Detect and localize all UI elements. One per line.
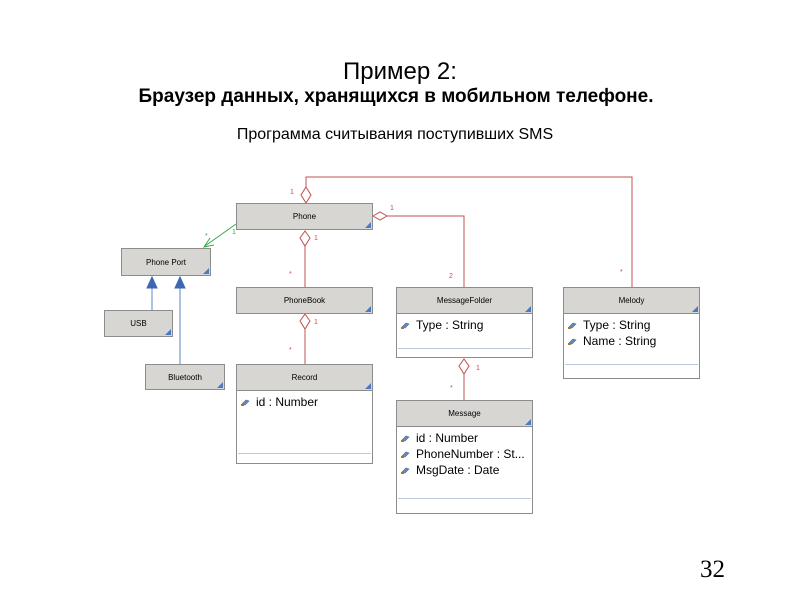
attribute-text: PhoneNumber : St... [416,447,525,461]
attribute-icon [401,467,410,474]
class-phone-name: Phone [292,212,317,221]
attribute-icon [401,451,410,458]
attribute-row[interactable]: Name : String [568,333,699,349]
mult-phone-phonebook-bottom: * [289,271,292,278]
attribute-text: Type : String [416,318,484,332]
phone-melody-association [305,176,633,287]
class-record-header: Record [237,365,372,391]
attribute-text: MsgDate : Date [416,463,500,477]
operations-divider [238,453,371,454]
resize-corner-icon [365,306,371,312]
port-phone-arrowhead [202,237,215,248]
slide-title: Пример 2: [343,58,457,85]
operations-divider [398,498,531,499]
attribute-text: Type : String [583,318,651,332]
port-phone-navigation [204,223,237,247]
resize-corner-icon [525,419,531,425]
phone-melody-diamond [300,186,312,204]
resize-corner-icon [165,329,171,335]
class-record[interactable]: Record id : Number [236,364,373,464]
attribute-row[interactable]: PhoneNumber : St... [401,446,532,462]
attribute-text: id : Number [256,395,319,409]
class-record-name: Record [291,373,318,382]
resize-corner-icon [692,306,698,312]
usb-generalization-arrow [146,275,158,289]
mult-folder-message-top: 1 [476,365,480,372]
class-phone-port-name: Phone Port [145,257,187,267]
resize-corner-icon [365,222,371,228]
class-melody-header: Melody [564,288,699,314]
mult-port-phone-bottom: * [205,233,208,240]
mult-phonebook-record-top: 1 [314,319,318,326]
attribute-row[interactable]: id : Number [241,394,372,410]
mult-folder-message-bottom: * [450,385,453,392]
mult-phone-melody-top: 1 [290,189,294,196]
attribute-row[interactable]: MsgDate : Date [401,462,532,478]
class-bluetooth[interactable]: Bluetooth [145,364,225,390]
class-melody[interactable]: Melody Type : String Name : String [563,287,700,379]
attribute-icon [568,338,577,345]
mult-phonebook-record-bottom: * [289,347,292,354]
slide-subtitle: Браузер данных, хранящихся в мобильном т… [138,86,654,107]
class-usb-name: USB [130,319,147,328]
resize-corner-icon [217,382,223,388]
bluetooth-generalization-arrow [174,275,186,289]
attribute-icon [401,322,410,329]
operations-divider [398,348,531,349]
mult-phone-folder-bottom: 2 [449,273,453,280]
resize-corner-icon [525,306,531,312]
attribute-row[interactable]: Type : String [401,317,532,333]
phonebook-record-diamond [299,313,311,330]
slide-number: 32 [700,556,725,583]
class-bluetooth-name: Bluetooth [168,372,202,382]
resize-corner-icon [203,268,209,274]
class-message-folder-header: MessageFolder [397,288,532,314]
class-phonebook[interactable]: PhoneBook [236,287,373,314]
class-message-folder[interactable]: MessageFolder Type : String [396,287,533,358]
folder-message-diamond [458,358,470,375]
phone-phonebook-diamond [299,230,311,247]
class-usb[interactable]: USB [104,310,173,337]
attribute-text: id : Number [416,431,479,445]
mult-port-phone-top: 1 [232,229,236,236]
class-phone[interactable]: Phone [236,203,373,230]
class-message[interactable]: Message id : Number PhoneNumber : St... … [396,400,533,514]
class-message-header: Message [397,401,532,427]
attribute-row[interactable]: id : Number [401,430,532,446]
mult-phone-melody-bottom: * [620,269,623,276]
class-message-folder-name: MessageFolder [436,296,493,305]
class-melody-name: Melody [618,296,645,305]
operations-divider [565,364,698,365]
attribute-text: Name : String [583,334,657,348]
attribute-icon [241,399,250,406]
phone-folder-diamond [371,211,389,221]
attribute-row[interactable]: Type : String [568,317,699,333]
diagram-caption: Программа считывания поступивших SMS [236,126,554,143]
phone-folder-association [387,215,465,287]
attribute-icon [401,435,410,442]
attribute-icon [568,322,577,329]
class-phone-port[interactable]: Phone Port [121,248,211,276]
mult-phone-phonebook-top: 1 [314,235,318,242]
class-message-name: Message [448,409,481,418]
resize-corner-icon [365,383,371,389]
mult-phone-folder-top: 1 [390,205,394,212]
class-phonebook-name: PhoneBook [283,296,326,305]
